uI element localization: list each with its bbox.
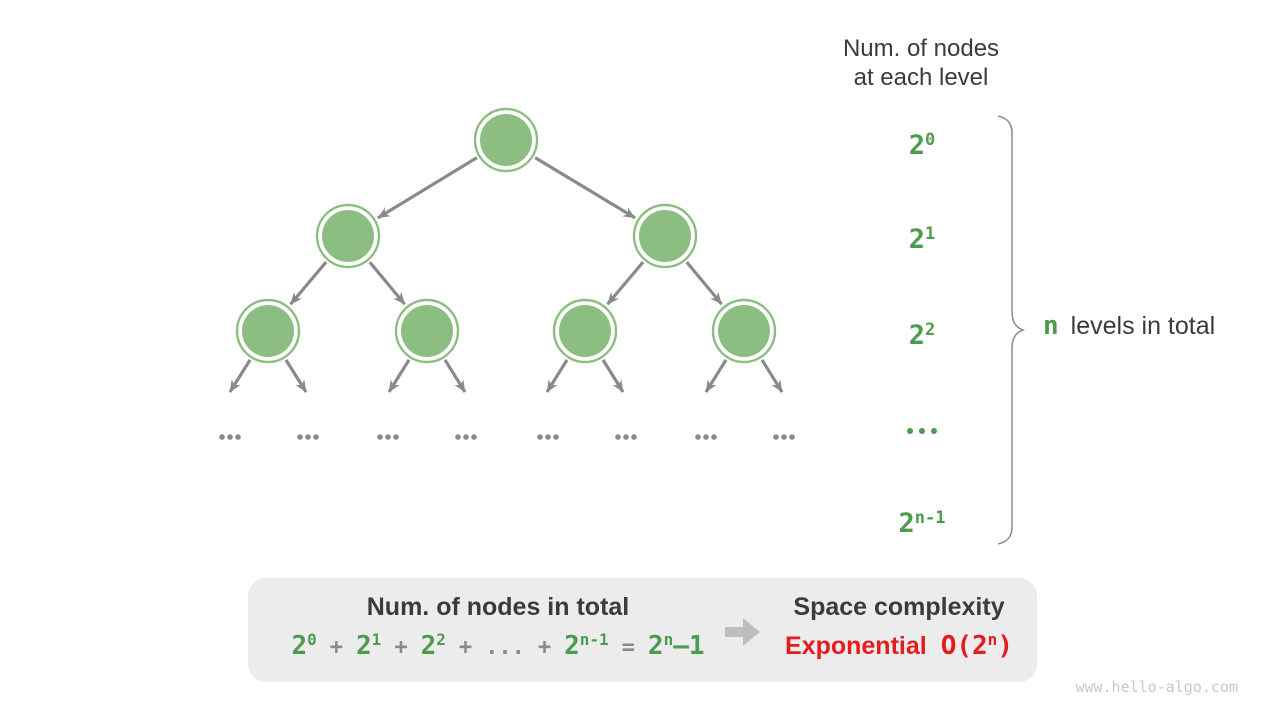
tree-edge <box>377 156 478 220</box>
tree-ellipsis <box>615 434 637 440</box>
tree-edge <box>704 359 728 393</box>
tree-edge <box>284 359 308 393</box>
big-o-notation: O(2n) <box>940 630 1013 661</box>
formula-term: 20 <box>291 630 317 661</box>
num-nodes-per-level-title: Num. of nodes at each level <box>818 34 1024 92</box>
tree-edge <box>606 260 645 306</box>
formula-term: 22 <box>420 630 446 661</box>
formula-operator: + <box>329 635 344 660</box>
total-nodes-title: Num. of nodes in total <box>366 593 630 621</box>
tree-edge <box>368 261 406 306</box>
curly-brace-icon <box>997 115 1026 545</box>
formula-operator: + <box>394 635 408 660</box>
tree-edge <box>534 156 636 220</box>
levels-note-n: n <box>1043 311 1059 341</box>
tree-ellipsis <box>695 434 717 440</box>
tree-edge <box>601 359 625 393</box>
tree-node <box>235 298 301 364</box>
tree-edge <box>387 359 411 393</box>
tree-node <box>394 298 460 364</box>
formula-operator: = <box>621 635 635 660</box>
tree-node <box>552 298 618 364</box>
tree-edge <box>289 260 328 306</box>
tree-node <box>711 298 777 364</box>
formula-operator: + <box>458 635 473 660</box>
title-line-1: Num. of nodes <box>842 35 1000 62</box>
levels-in-total-note: n levels in total <box>1043 311 1215 341</box>
title-line-2: at each level <box>853 64 989 91</box>
summary-box: Num. of nodes in total 20 +21 +22 +... +2n-1… <box>248 578 1037 682</box>
tree-edge <box>760 359 784 393</box>
formula-term: 21 <box>356 630 382 661</box>
tree-node <box>473 107 539 173</box>
tree-node <box>315 203 381 269</box>
watermark: www.hello-algo.com <box>1075 678 1238 696</box>
tree-ellipsis <box>377 434 399 440</box>
tree-node <box>632 203 698 269</box>
levels-note-text: levels in total <box>1070 312 1216 340</box>
space-complexity-title: Space complexity <box>793 593 1005 621</box>
tree-edge <box>228 359 252 393</box>
total-nodes-column: Num. of nodes in total 20 +21 +22 +... +2n-1… <box>278 593 718 664</box>
formula-term: 2n-1 <box>564 630 609 661</box>
formula-operator: + <box>537 635 552 660</box>
formula-ellipsis: ... <box>485 635 525 660</box>
space-complexity-column: Space complexity Exponential O(2n) <box>743 593 1055 664</box>
tree-ellipsis <box>455 434 477 440</box>
complexity-word: Exponential <box>785 632 927 660</box>
tree-ellipsis <box>537 434 559 440</box>
tree-ellipsis <box>773 434 795 440</box>
space-complexity-value: Exponential O(2n) <box>785 630 1013 664</box>
tree-ellipsis <box>297 434 319 440</box>
total-nodes-formula: 20 +21 +22 +... +2n-1 = 2n–1 <box>291 630 704 664</box>
right-arrow-icon <box>725 618 760 646</box>
formula-term: 2n–1 <box>647 630 705 661</box>
tree-edge <box>685 261 723 306</box>
tree-edge <box>443 359 467 393</box>
tree-ellipsis <box>219 434 241 440</box>
tree-edge <box>545 359 569 393</box>
